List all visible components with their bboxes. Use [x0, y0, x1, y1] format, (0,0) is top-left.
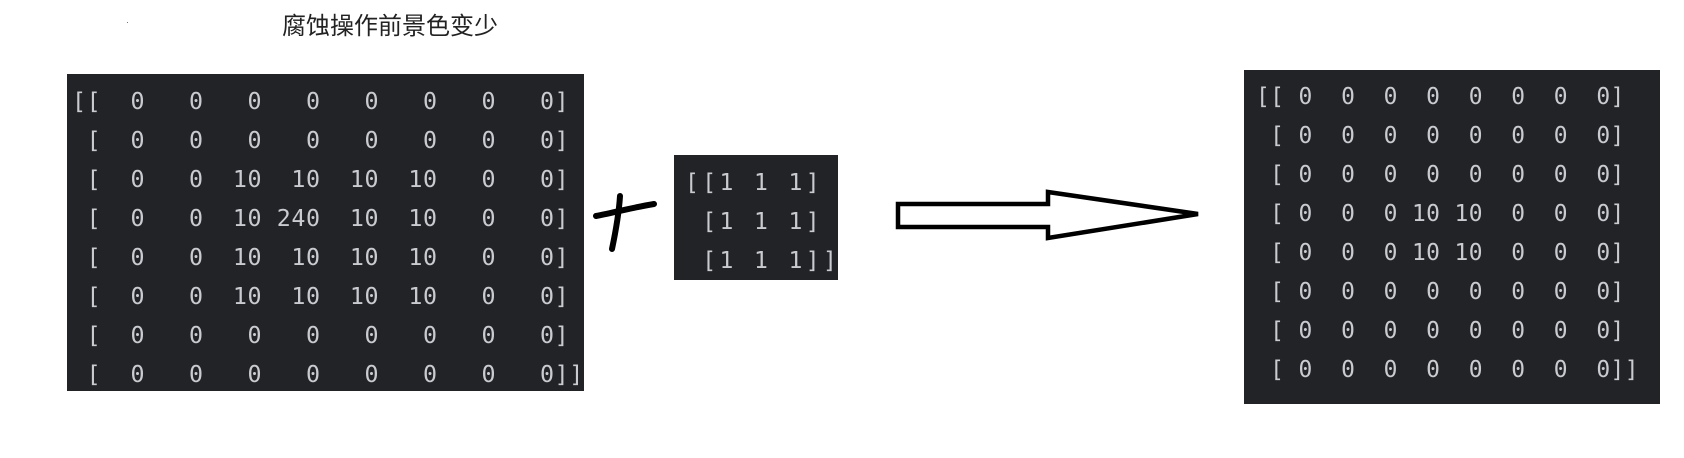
matrix-before-values: [[ 0 0 0 0 0 0 0 0] [ 0 0 0 0 0 0 0 0] […	[72, 88, 584, 388]
arrow-right-icon	[895, 189, 1199, 241]
matrix-after-erosion: [[ 0 0 0 0 0 0 0 0] [ 0 0 0 0 0 0 0 0] […	[1244, 70, 1660, 404]
diagram-title: 腐蚀操作前景色变少	[282, 12, 498, 40]
matrix-before-erosion: [[ 0 0 0 0 0 0 0 0] [ 0 0 0 0 0 0 0 0] […	[67, 74, 584, 391]
matrix-after-values: [[ 0 0 0 0 0 0 0 0] [ 0 0 0 0 0 0 0 0] […	[1256, 84, 1639, 383]
kernel-matrix: [[1 1 1] [1 1 1] [1 1 1]]	[674, 155, 838, 280]
stray-dot	[127, 22, 128, 23]
kernel-values: [[1 1 1] [1 1 1] [1 1 1]]	[685, 170, 841, 274]
plus-icon	[593, 193, 657, 252]
